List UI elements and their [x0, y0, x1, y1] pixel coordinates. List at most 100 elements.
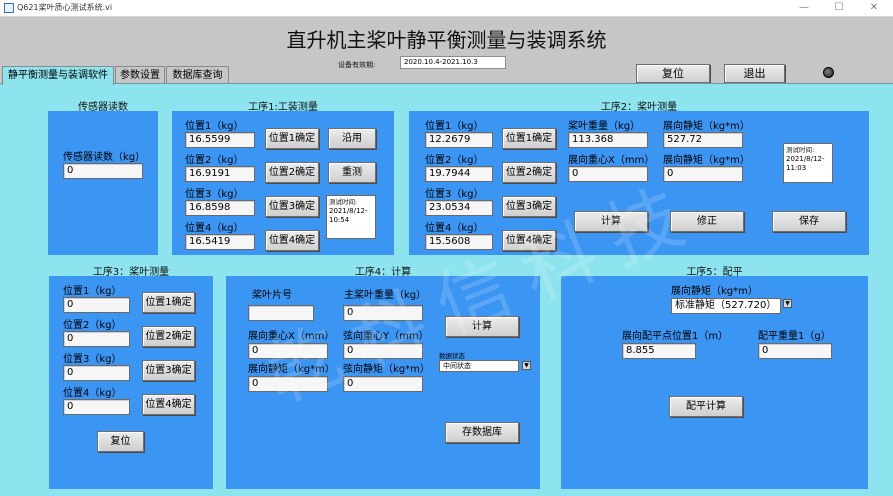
valid-period-label: 设备有效期: — [338, 61, 376, 69]
step2-calc-button[interactable]: 计算 — [574, 211, 648, 232]
sensor-section-title: 传感器读数 — [78, 102, 128, 113]
step4-section-title: 工序4：计算 — [354, 267, 412, 278]
step4-chord-cg-field[interactable]: 0 — [343, 343, 423, 359]
step1-pos4-field[interactable]: 16.5419 — [185, 234, 255, 250]
step2-span-cg-field[interactable]: 0 — [568, 166, 648, 182]
top-reset-button[interactable]: 复位 — [636, 64, 710, 83]
step1-pos2-confirm-button[interactable]: 位置2确定 — [265, 162, 319, 183]
sensor-value-field[interactable]: 0 — [63, 163, 143, 179]
step1-time-title: 测试时间: — [329, 198, 358, 206]
step1-reuse-button[interactable]: 沿用 — [328, 128, 376, 149]
step5-trim-calc-button[interactable]: 配平计算 — [669, 396, 743, 417]
maximize-button[interactable]: ☐ — [834, 2, 844, 13]
step3-reset-button[interactable]: 复位 — [97, 431, 144, 452]
step4-chord-moment-label: 弦向静矩（kg*m） — [343, 364, 430, 375]
step2-weight-label: 桨叶重量（kg） — [568, 121, 641, 132]
step5-point-field[interactable]: 8.855 — [622, 343, 696, 359]
step5-group: 展向静矩（kg*m） 标准静矩（527.720） ▼ 展向配平点位置1（m） 8… — [561, 276, 868, 489]
step3-pos4-confirm-button[interactable]: 位置4确定 — [142, 394, 195, 415]
step2-span-moment-field[interactable]: 527.72 — [663, 132, 743, 148]
sensor-label: 传感器读数（kg） — [63, 152, 146, 163]
step2-pos2-confirm-button[interactable]: 位置2确定 — [502, 162, 556, 183]
step2-weight-field[interactable]: 113.368 — [568, 132, 648, 148]
step2-span-moment2-field[interactable]: 0 — [663, 166, 743, 182]
exit-button[interactable]: 退出 — [724, 64, 785, 83]
window-titlebar: Q621桨叶质心测试系统.vi — ☐ ✕ — [0, 0, 893, 17]
step5-section-title: 工序5：配平 — [686, 267, 743, 278]
tab-balance-software[interactable]: 静平衡测量与装调软件 — [2, 66, 114, 85]
step4-save-db-button[interactable]: 存数据库 — [445, 422, 519, 443]
step2-pos4-field[interactable]: 15.5608 — [425, 234, 493, 250]
step1-pos3-confirm-button[interactable]: 位置3确定 — [265, 196, 319, 217]
step3-pos4-field[interactable]: 0 — [63, 399, 130, 415]
step2-pos3-confirm-button[interactable]: 位置3确定 — [502, 196, 556, 217]
step2-fix-button[interactable]: 修正 — [670, 211, 744, 232]
step2-pos4-confirm-button[interactable]: 位置4确定 — [502, 230, 556, 251]
step2-pos1-label: 位置1（kg） — [425, 121, 484, 132]
step3-section-title: 工序3：桨叶测量 — [92, 267, 170, 278]
step4-span-moment-label: 展向静矩（kg*m） — [248, 364, 335, 375]
step3-pos3-confirm-button[interactable]: 位置3确定 — [142, 360, 195, 381]
step4-blade-no-field[interactable] — [248, 305, 314, 321]
step2-pos4-label: 位置4（kg） — [425, 223, 484, 234]
step1-pos1-confirm-button[interactable]: 位置1确定 — [265, 128, 319, 149]
step4-span-moment-field[interactable]: 0 — [248, 376, 328, 392]
step2-pos3-field[interactable]: 23.0534 — [425, 200, 493, 216]
step4-span-cg-field[interactable]: 0 — [248, 343, 328, 359]
step2-pos1-confirm-button[interactable]: 位置1确定 — [502, 128, 556, 149]
step4-main-weight-field[interactable]: 0 — [343, 305, 423, 321]
step4-status-select[interactable]: 中间状态 — [439, 360, 519, 372]
step2-pos2-field[interactable]: 19.7944 — [425, 166, 493, 182]
step4-group: 桨叶片号 主桨叶重量（kg） 0 计算 展向重心X（mm） 0 弦向重心Y（mm… — [226, 276, 540, 489]
step4-chord-cg-label: 弦向重心Y（mm） — [343, 331, 429, 342]
valid-period-value: 2020.10.4-2021.10.3 — [400, 56, 506, 69]
step2-pos3-label: 位置3（kg） — [425, 189, 484, 200]
step4-chord-moment-field[interactable]: 0 — [343, 376, 423, 392]
step2-save-button[interactable]: 保存 — [772, 211, 846, 232]
step2-test-time: 测试时间: 2021/8/12-11:03 — [783, 143, 833, 183]
step1-pos2-field[interactable]: 16.9191 — [185, 166, 255, 182]
minimize-button[interactable]: — — [799, 2, 809, 13]
step5-span-moment-select[interactable]: 标准静矩（527.720） — [671, 298, 781, 314]
step2-time-value: 2021/8/12-11:03 — [786, 155, 825, 172]
step2-section-title: 工序2：桨叶测量 — [600, 102, 678, 113]
step2-group: 位置1（kg） 12.2679 位置1确定 位置2（kg） 19.7944 位置… — [409, 111, 869, 255]
step1-pos3-field[interactable]: 16.8598 — [185, 200, 255, 216]
step1-test-time: 测试时间: 2021/8/12-10:54 — [326, 195, 376, 239]
step3-pos1-confirm-button[interactable]: 位置1确定 — [142, 292, 195, 313]
step1-time-value: 2021/8/12-10:54 — [329, 207, 368, 224]
step1-pos2-label: 位置2（kg） — [185, 155, 244, 166]
step4-calc-button[interactable]: 计算 — [445, 316, 519, 337]
step2-pos2-label: 位置2（kg） — [425, 155, 484, 166]
step1-pos4-confirm-button[interactable]: 位置4确定 — [265, 230, 319, 251]
step5-span-moment-dropdown-icon[interactable]: ▼ — [783, 299, 792, 308]
step5-point-label: 展向配平点位置1（m） — [622, 331, 729, 342]
step3-group: 位置1（kg） 0 位置1确定 位置2（kg） 0 位置2确定 位置3（kg） … — [49, 276, 213, 489]
step1-remeasure-button[interactable]: 重测 — [328, 162, 376, 183]
step1-group: 位置1（kg） 16.5599 位置1确定 位置2（kg） 16.9191 位置… — [172, 111, 394, 255]
step1-pos3-label: 位置3（kg） — [185, 189, 244, 200]
step1-pos1-field[interactable]: 16.5599 — [185, 132, 255, 148]
step2-pos1-field[interactable]: 12.2679 — [425, 132, 493, 148]
close-button[interactable]: ✕ — [869, 2, 879, 13]
tab-parameters[interactable]: 参数设置 — [115, 66, 165, 84]
sensor-group: 传感器读数（kg） 0 — [48, 111, 158, 255]
step1-pos4-label: 位置4（kg） — [185, 223, 244, 234]
step3-pos3-field[interactable]: 0 — [63, 365, 130, 381]
step4-span-cg-label: 展向重心X（mm） — [248, 331, 335, 342]
step5-weight-field[interactable]: 0 — [758, 343, 832, 359]
step2-span-moment-label: 展向静矩（kg*m） — [663, 121, 750, 132]
tab-database-query[interactable]: 数据库查询 — [166, 66, 229, 84]
step3-pos2-confirm-button[interactable]: 位置2确定 — [142, 326, 195, 347]
step3-pos3-label: 位置3（kg） — [63, 354, 122, 365]
step3-pos2-field[interactable]: 0 — [63, 331, 130, 347]
page-title: 直升机主桨叶静平衡测量与装调系统 — [286, 28, 607, 52]
step2-span-moment2-label: 展向静矩（kg*m） — [663, 155, 750, 166]
app-window: 直升机主桨叶静平衡测量与装调系统 设备有效期: 2020.10.4-2021.1… — [0, 17, 893, 496]
step1-pos1-label: 位置1（kg） — [185, 121, 244, 132]
step3-pos4-label: 位置4（kg） — [63, 388, 122, 399]
step4-status-dropdown-icon[interactable]: ▼ — [522, 361, 531, 370]
step5-weight-label: 配平重量1（g） — [758, 331, 831, 342]
step3-pos1-field[interactable]: 0 — [63, 297, 130, 313]
app-icon — [4, 3, 14, 13]
